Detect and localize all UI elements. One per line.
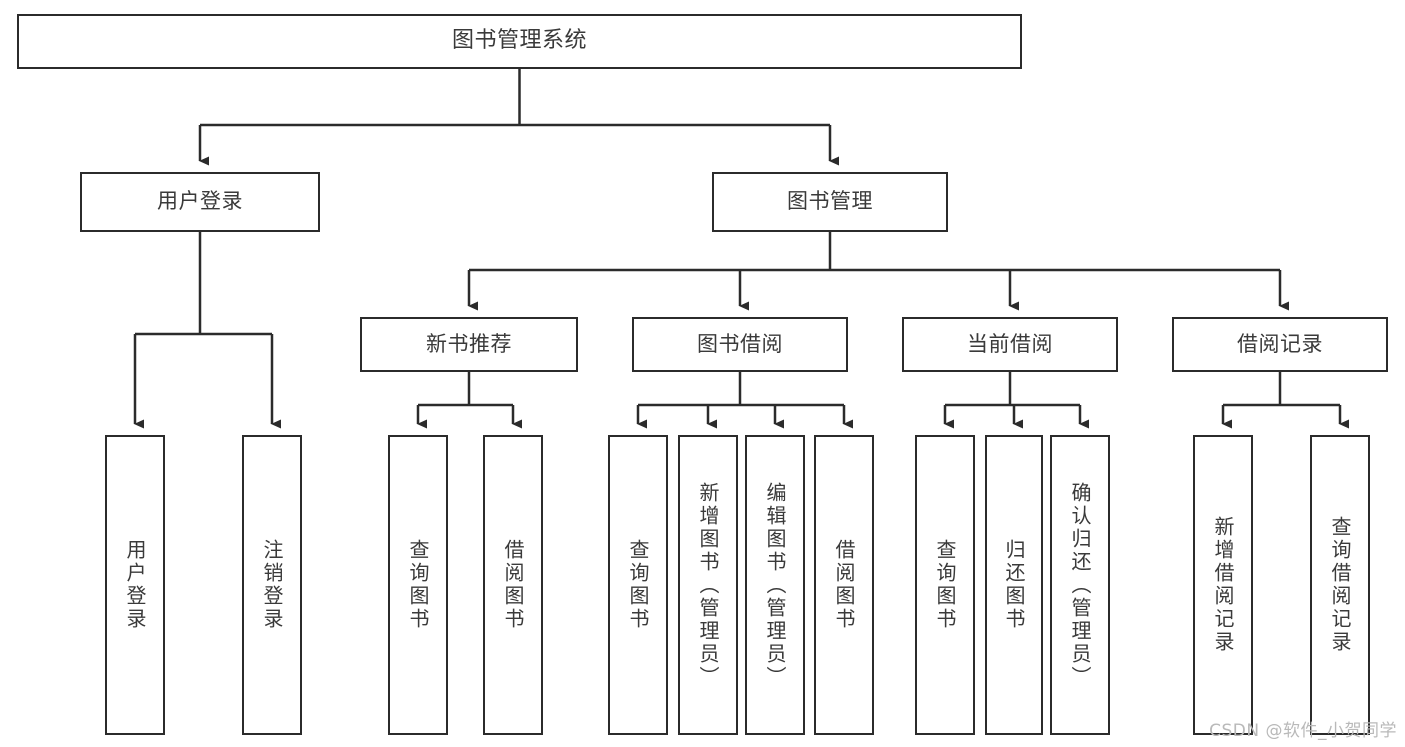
- node-leaf-query-record-label: 查询借阅记录: [1328, 516, 1352, 654]
- node-book-manage[interactable]: 图书管理: [712, 172, 948, 232]
- node-leaf-logout[interactable]: 注销登录: [242, 435, 302, 735]
- node-user-login[interactable]: 用户登录: [80, 172, 320, 232]
- node-root-label: 图书管理系统: [451, 28, 587, 54]
- node-leaf-return-book[interactable]: 归还图书: [985, 435, 1043, 735]
- node-user-login-label: 用户登录: [157, 189, 243, 214]
- node-leaf-borrow-book-2-label: 借阅图书: [832, 539, 856, 631]
- node-current-borrow-label: 当前借阅: [967, 331, 1053, 356]
- node-root[interactable]: 图书管理系统: [17, 14, 1022, 69]
- node-borrow-record[interactable]: 借阅记录: [1172, 317, 1388, 372]
- node-leaf-query-book-1-label: 查询图书: [406, 539, 430, 631]
- node-leaf-logout-label: 注销登录: [260, 539, 284, 631]
- node-leaf-edit-book[interactable]: 编辑图书（管理员）: [745, 435, 805, 735]
- node-book-borrow-label: 图书借阅: [697, 331, 783, 356]
- node-book-manage-label: 图书管理: [787, 189, 873, 214]
- node-leaf-borrow-book-1-label: 借阅图书: [501, 539, 525, 631]
- node-book-borrow[interactable]: 图书借阅: [632, 317, 848, 372]
- node-leaf-borrow-book-1[interactable]: 借阅图书: [483, 435, 543, 735]
- node-leaf-query-book-3[interactable]: 查询图书: [915, 435, 975, 735]
- node-leaf-add-book-label: 新增图书（管理员）: [696, 481, 720, 689]
- node-leaf-query-record[interactable]: 查询借阅记录: [1310, 435, 1370, 735]
- node-borrow-record-label: 借阅记录: [1237, 331, 1323, 356]
- node-leaf-confirm-return[interactable]: 确认归还（管理员）: [1050, 435, 1110, 735]
- node-leaf-add-record-label: 新增借阅记录: [1211, 516, 1235, 654]
- node-leaf-edit-book-label: 编辑图书（管理员）: [763, 481, 787, 689]
- node-leaf-user-login-label: 用户登录: [123, 539, 147, 631]
- node-current-borrow[interactable]: 当前借阅: [902, 317, 1118, 372]
- node-leaf-borrow-book-2[interactable]: 借阅图书: [814, 435, 874, 735]
- node-new-book-rec[interactable]: 新书推荐: [360, 317, 578, 372]
- node-leaf-query-book-2-label: 查询图书: [626, 539, 650, 631]
- node-leaf-query-book-1[interactable]: 查询图书: [388, 435, 448, 735]
- node-leaf-confirm-return-label: 确认归还（管理员）: [1068, 481, 1092, 689]
- node-new-book-rec-label: 新书推荐: [426, 331, 512, 356]
- node-leaf-query-book-3-label: 查询图书: [933, 539, 957, 631]
- node-leaf-user-login[interactable]: 用户登录: [105, 435, 165, 735]
- node-leaf-add-book[interactable]: 新增图书（管理员）: [678, 435, 738, 735]
- node-leaf-return-book-label: 归还图书: [1002, 539, 1026, 631]
- node-leaf-add-record[interactable]: 新增借阅记录: [1193, 435, 1253, 735]
- node-leaf-query-book-2[interactable]: 查询图书: [608, 435, 668, 735]
- watermark: CSDN @软件_小贺同学: [1209, 721, 1397, 741]
